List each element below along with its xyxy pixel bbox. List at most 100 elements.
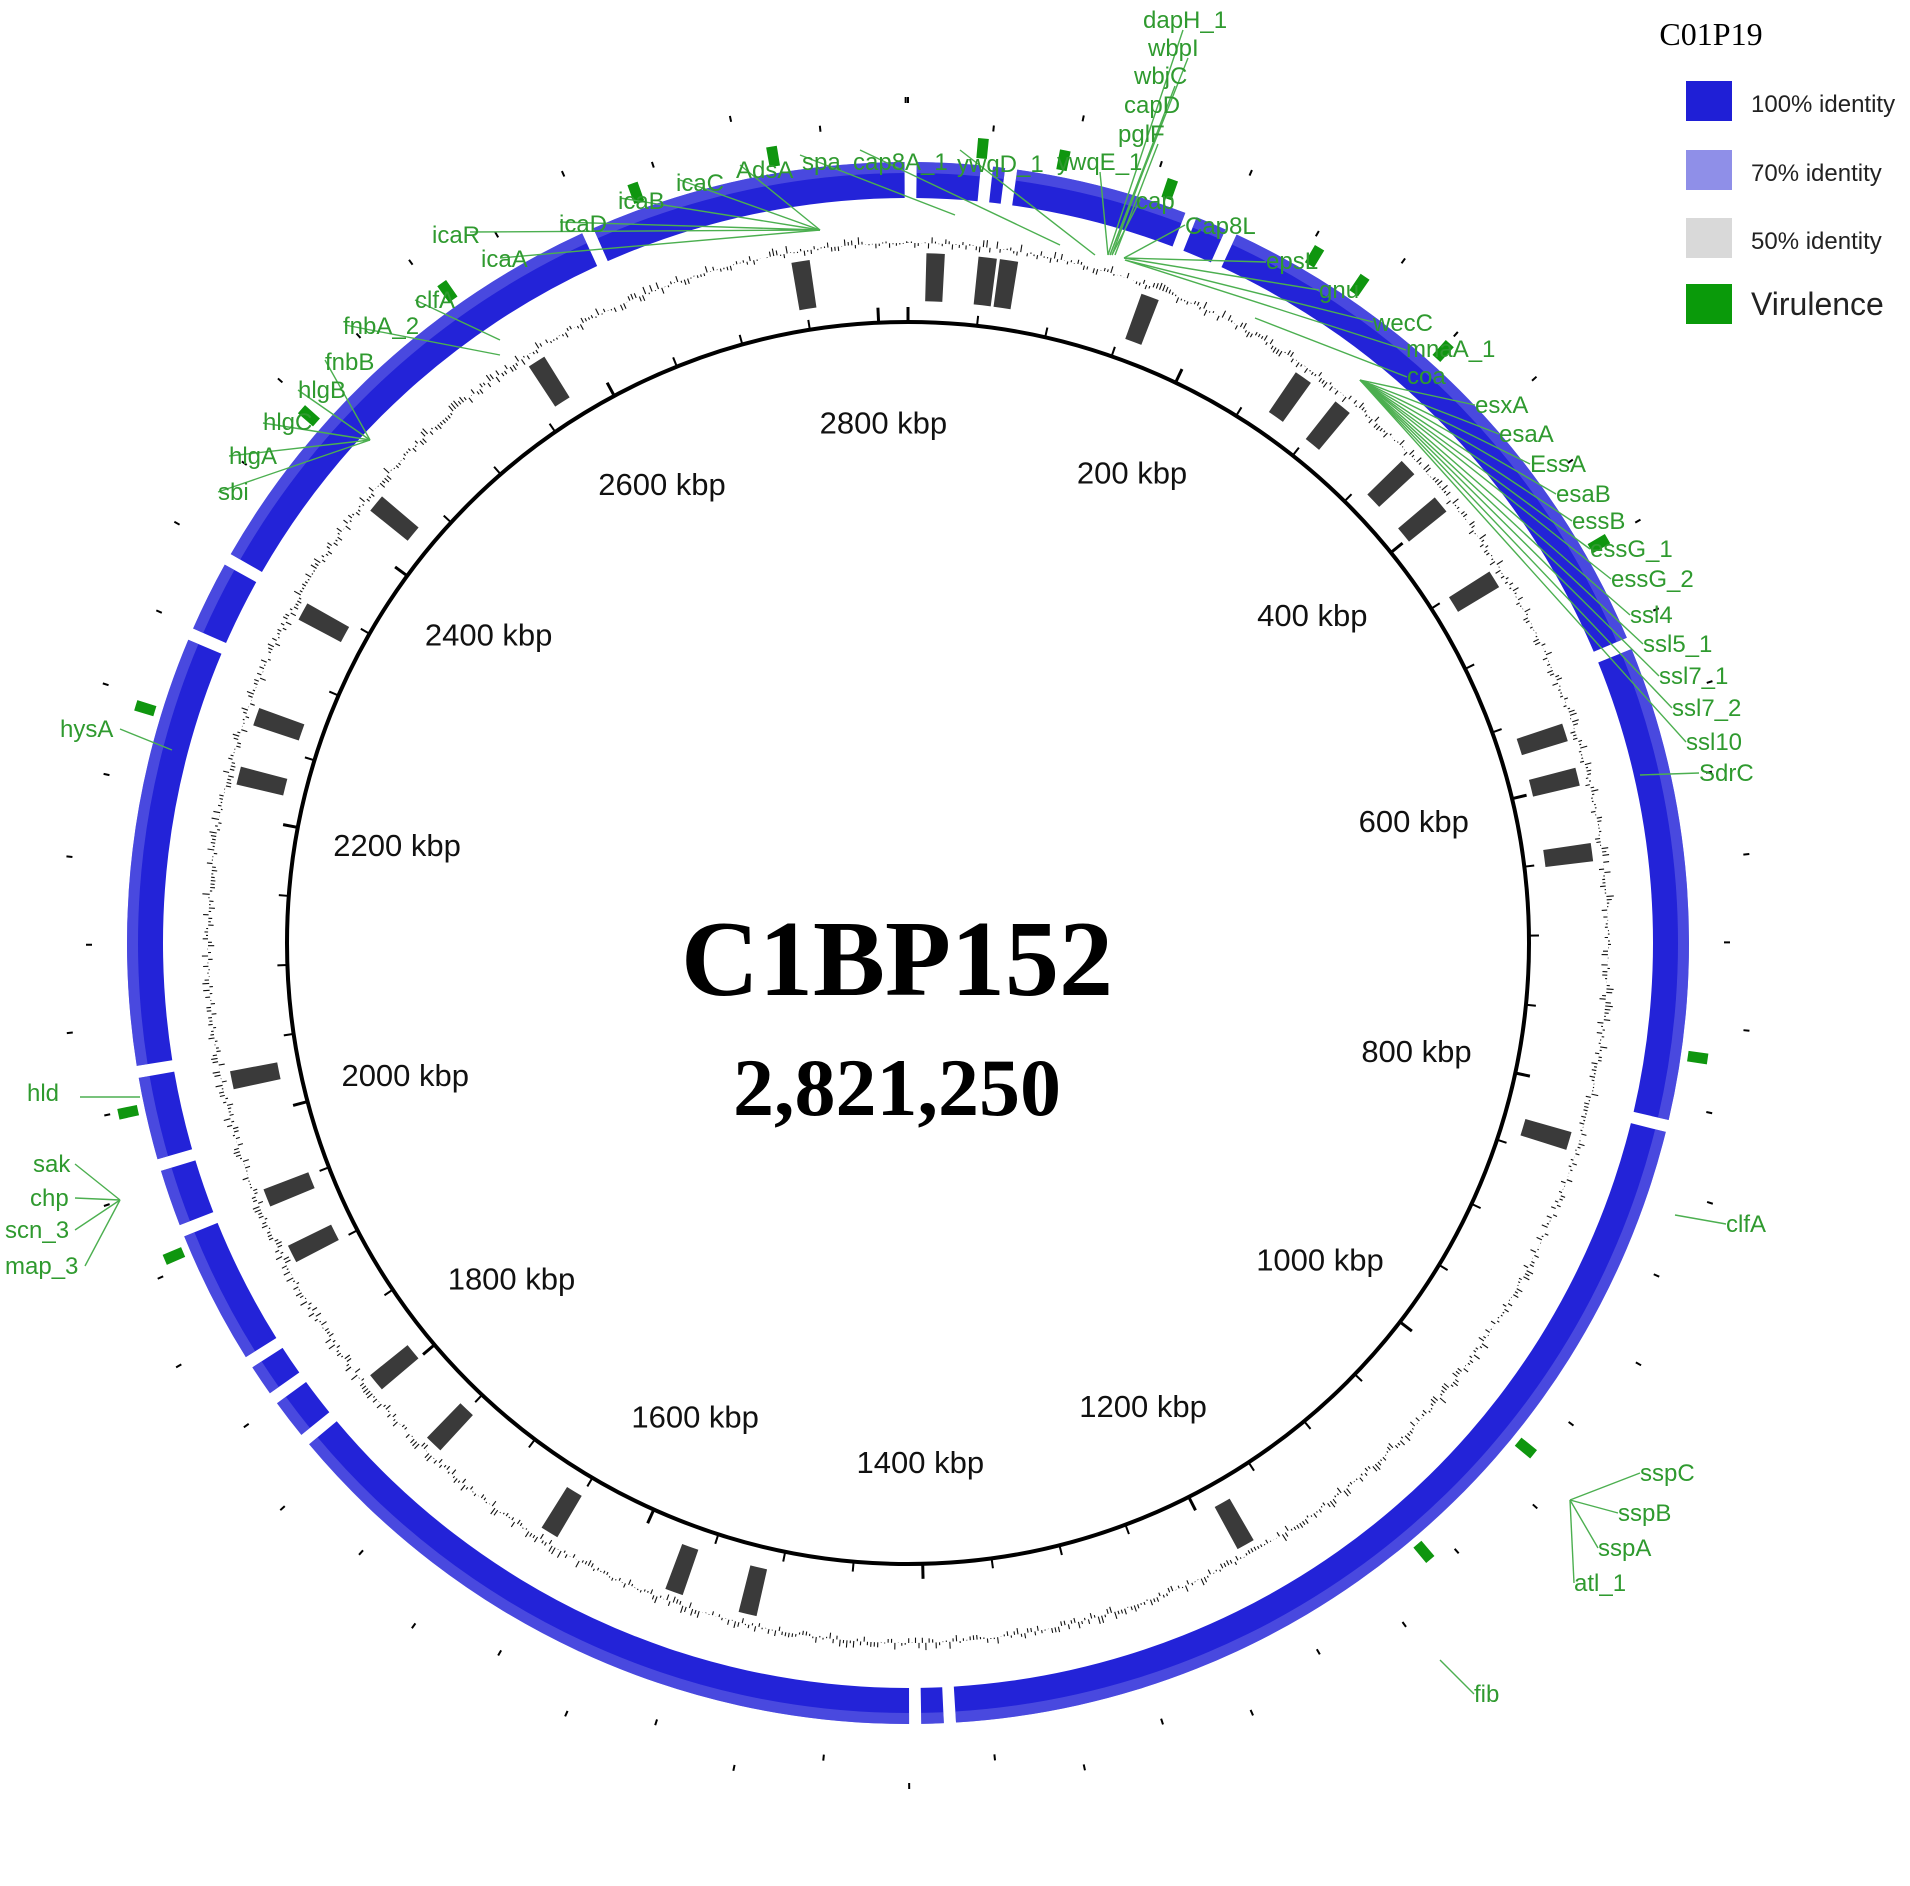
callout-line	[799, 154, 956, 216]
genome-name: C1BP152	[681, 900, 1113, 1019]
gene-labels-right: esxA esaA EssA esaB essB essG_1 essG_2 s…	[1475, 392, 1766, 1238]
scale-tick	[586, 1477, 594, 1487]
scale-tick	[1058, 1545, 1063, 1556]
gc-deviation	[791, 260, 817, 311]
outer-tick	[654, 1719, 658, 1726]
identity-segment-edge	[916, 162, 981, 177]
outer-tick	[1652, 607, 1660, 612]
scale-tick-label: 1000 kbp	[1256, 1242, 1384, 1277]
outer-tick	[355, 332, 362, 339]
genome-length: 2,821,250	[733, 1042, 1061, 1133]
scale-tick	[1524, 864, 1535, 868]
callout-line	[344, 324, 501, 356]
identity-segment-edge	[991, 166, 1006, 179]
virulence-marker	[1432, 339, 1454, 362]
gene-label: sspA	[1598, 1535, 1651, 1562]
callout-line	[1639, 772, 1700, 776]
scale-tick	[1291, 447, 1300, 457]
gene-label: ssl7_1	[1659, 663, 1728, 690]
scale-tick	[782, 1551, 787, 1562]
legend: C01P19 100% identity 70% identity 50% id…	[1659, 16, 1895, 324]
outer-tick	[993, 1754, 997, 1761]
identity-segment-edge	[184, 1232, 256, 1358]
virulence-marker	[1349, 273, 1370, 297]
scale-tick	[493, 466, 502, 475]
scale-tick	[1124, 1524, 1130, 1535]
gene-label: dapH_1	[1143, 7, 1227, 34]
callout-line	[74, 1197, 121, 1201]
scale-tick	[282, 823, 299, 829]
gene-label: clfA	[1726, 1211, 1766, 1238]
virulence-marker	[1161, 177, 1179, 201]
scale-tick	[851, 1561, 855, 1572]
gene-label: esaA	[1499, 421, 1554, 448]
scale-tick	[443, 514, 452, 524]
outer-tick	[992, 125, 995, 132]
gene-label: essB	[1572, 508, 1625, 535]
scale-tick	[1247, 1461, 1255, 1472]
scale-tick	[1430, 602, 1441, 610]
gc-deviation	[1516, 723, 1568, 756]
scale-tick	[1174, 368, 1184, 384]
scale-tick	[422, 1343, 436, 1356]
callout-line	[74, 1199, 121, 1231]
gc-deviation	[1305, 401, 1350, 450]
outer-tick	[1706, 1111, 1713, 1115]
gene-label: hld	[27, 1080, 59, 1107]
outer-tick	[1453, 1548, 1460, 1554]
outer-tick	[1400, 257, 1406, 264]
outer-tick	[358, 1549, 364, 1556]
gc-deviation	[925, 253, 945, 302]
scale-tick	[319, 1166, 330, 1172]
callout-line	[1359, 379, 1673, 709]
callout-line	[1359, 379, 1660, 677]
callout-line	[414, 299, 501, 341]
identity-segment-edge	[252, 1361, 279, 1394]
outer-tick	[103, 1203, 110, 1207]
callout-line	[1359, 379, 1644, 645]
virulence-marker	[1687, 1050, 1709, 1065]
identity-segment	[184, 1222, 277, 1358]
gene-label: sspC	[1640, 1460, 1695, 1487]
callout-line	[1359, 379, 1476, 406]
gc-deviation	[253, 707, 305, 741]
scale-tick	[990, 1558, 994, 1569]
gc-deviation	[541, 1486, 582, 1538]
gc-content-plot	[201, 237, 1614, 1651]
gene-label: fnbA_2	[343, 313, 419, 340]
callout-line	[1569, 1499, 1575, 1584]
callout-line	[1123, 224, 1186, 259]
scale-tick	[394, 565, 409, 578]
gene-label: Cap8L	[1185, 213, 1256, 240]
legend-label-virulence: Virulence	[1751, 286, 1884, 322]
outer-tick	[241, 460, 248, 466]
scale-tick	[1491, 728, 1502, 734]
callout-line	[1111, 114, 1165, 256]
gene-label: wbjC	[1133, 63, 1187, 90]
scale-tick-label: 400 kbp	[1257, 598, 1367, 633]
gc-deviation	[738, 1565, 768, 1617]
gene-labels-top-left: ywqD_1 cap8A_1 spa AdsA icaC icaB icaD i…	[218, 149, 1044, 506]
outer-tick	[1082, 1764, 1086, 1771]
callout-line	[1123, 257, 1267, 263]
virulence-marker	[1304, 244, 1325, 268]
outer-tick	[175, 1363, 182, 1369]
legend-title: C01P19	[1659, 16, 1762, 52]
outer-tick	[1653, 1273, 1660, 1278]
identity-segment-edge	[921, 1712, 944, 1724]
gene-labels-left: hysA hld sak chp scn_3 map_3	[5, 716, 113, 1280]
identity-segment-edge	[309, 1437, 910, 1724]
callout-line	[324, 359, 371, 441]
outer-tick	[1081, 115, 1085, 122]
gene-label: ywqD_1	[957, 151, 1044, 178]
scale-tick	[1343, 493, 1353, 502]
gc-deviation	[1543, 842, 1594, 867]
virulence-marker	[976, 138, 989, 159]
gene-label: icaC	[676, 170, 724, 197]
callout-line	[1359, 379, 1500, 435]
gc-deviation	[1528, 767, 1580, 797]
gc-deviation	[1125, 293, 1159, 345]
gc-deviation	[263, 1172, 315, 1207]
gene-label: coa	[1407, 363, 1446, 390]
scale-tick	[714, 1534, 720, 1545]
